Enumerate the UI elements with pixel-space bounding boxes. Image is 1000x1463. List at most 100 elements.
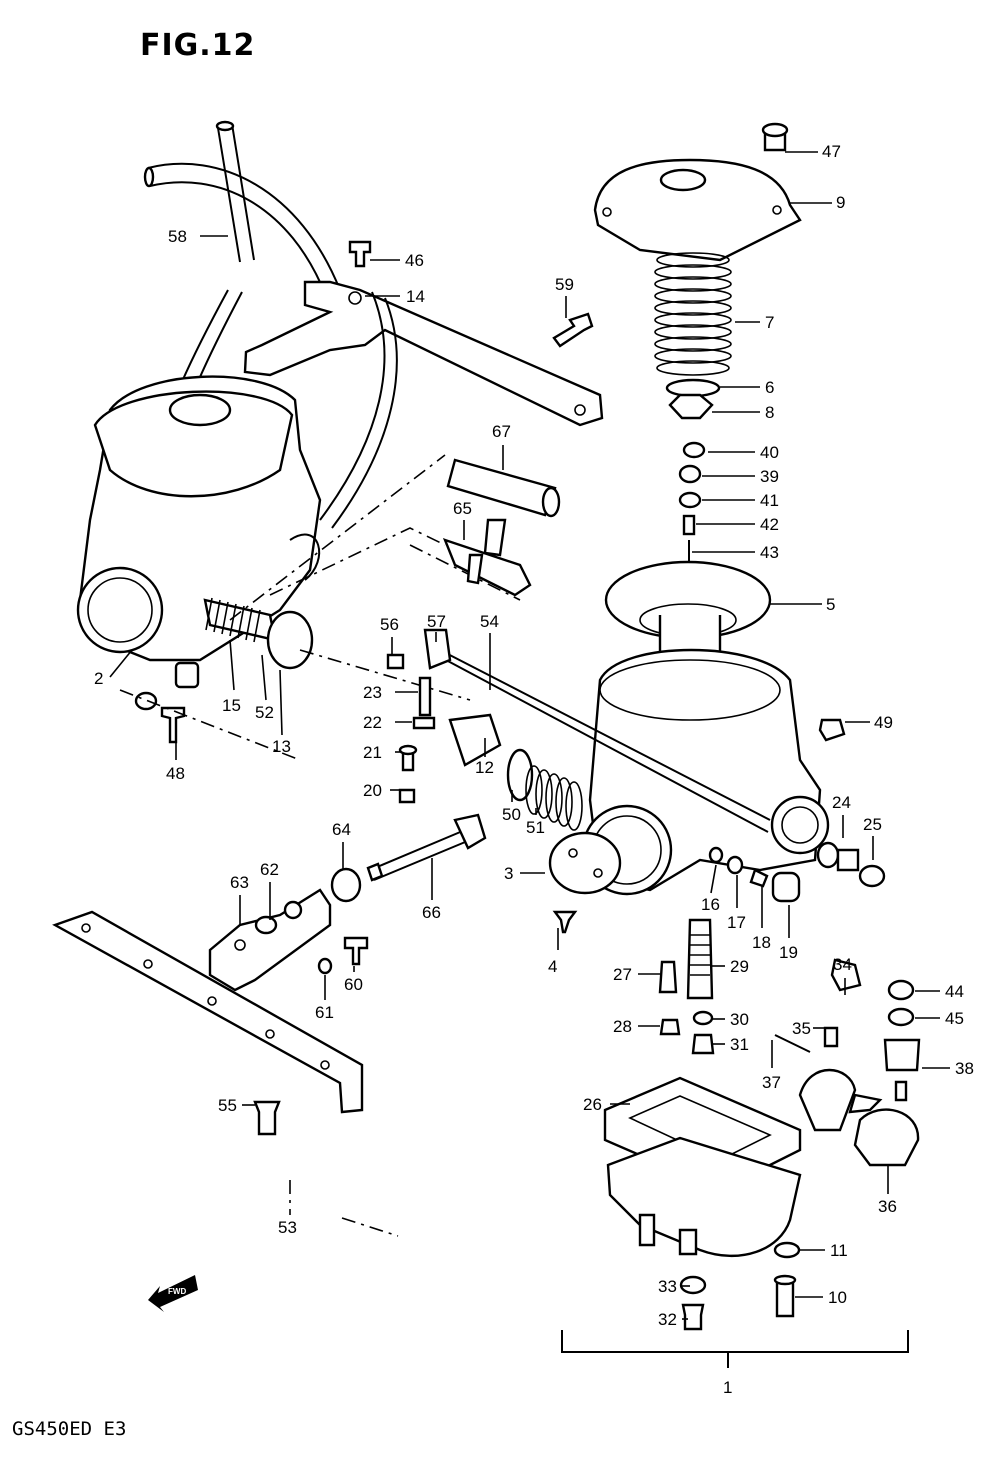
callout-52: 52: [255, 654, 274, 722]
callout-62: 62: [260, 860, 279, 920]
throttle-shaft-drawing: [386, 628, 886, 888]
callout-number: 60: [344, 975, 363, 994]
callout-60: 60: [344, 966, 363, 994]
callout-number: 51: [526, 818, 545, 837]
callout-25: 25: [863, 815, 882, 860]
callout-31: 31: [712, 1035, 749, 1054]
callout-66: 66: [422, 858, 441, 922]
callout-number: 25: [863, 815, 882, 834]
callout-number: 28: [613, 1017, 632, 1036]
callout-number: 43: [760, 543, 779, 562]
callout-number: 18: [752, 933, 771, 952]
callout-number: 49: [874, 713, 893, 732]
callout-29: 29: [712, 957, 749, 976]
callout-number: 46: [405, 251, 424, 270]
callout-number: 17: [727, 913, 746, 932]
bracket-drawing: [243, 280, 604, 529]
callout-number: 61: [315, 1003, 334, 1022]
callout-5: 5: [770, 595, 835, 614]
callout-number: 62: [260, 860, 279, 879]
callout-number: 58: [168, 227, 187, 246]
model-code: GS450ED E3: [12, 1418, 127, 1440]
callout-number: 45: [945, 1009, 964, 1028]
callout-46: 46: [370, 251, 424, 270]
callout-number: 15: [222, 696, 241, 715]
callout-9: 9: [790, 193, 845, 212]
callout-number: 65: [453, 499, 472, 518]
callout-18: 18: [752, 885, 771, 952]
callout-51: 51: [526, 808, 545, 837]
callout-4: 4: [548, 928, 559, 976]
callout-39: 39: [702, 467, 779, 486]
callout-number: 55: [218, 1096, 237, 1115]
callout-6: 6: [720, 378, 774, 397]
callout-number: 9: [836, 193, 845, 212]
callout-number: 50: [502, 805, 521, 824]
callout-number: 31: [730, 1035, 749, 1054]
callout-number: 47: [822, 142, 841, 161]
callout-number: 2: [94, 669, 103, 688]
assembly-bracket-1: [289, 1180, 909, 1368]
callout-26: 26: [583, 1095, 630, 1114]
callout-number: 11: [830, 1241, 848, 1260]
assembly-leaders: [119, 454, 521, 761]
callout-49: 49: [845, 713, 893, 732]
callout-number: 53: [278, 1218, 297, 1237]
fwd-label: FWD: [168, 1287, 186, 1296]
callout-45: 45: [915, 1009, 964, 1028]
callout-64: 64: [332, 820, 351, 870]
callout-number: 57: [427, 612, 446, 631]
callout-number: 33: [658, 1277, 677, 1296]
callout-number: 5: [826, 595, 835, 614]
callout-number: 66: [422, 903, 441, 922]
callout-number: 3: [504, 864, 513, 883]
callout-33: 33: [658, 1277, 690, 1296]
callout-leader-line: [261, 654, 267, 701]
callout-number: 1: [723, 1378, 732, 1397]
callout-leader-line: [109, 649, 133, 678]
callout-leader-line: [710, 864, 717, 894]
callout-48: 48: [166, 722, 185, 783]
callout-19: 19: [779, 905, 798, 962]
callout-number: 13: [272, 737, 291, 756]
fwd-arrow-icon: [148, 1275, 198, 1312]
callout-12: 12: [475, 738, 494, 777]
callout-47: 47: [785, 142, 841, 161]
callout-number: 37: [762, 1073, 781, 1092]
callout-number: 32: [658, 1310, 677, 1329]
callout-59: 59: [555, 275, 574, 318]
callout-number: 38: [955, 1059, 974, 1078]
callout-50: 50: [502, 790, 521, 824]
callout-21: 21: [363, 743, 402, 762]
callout-number: 41: [760, 491, 779, 510]
callout-67: 67: [492, 422, 511, 470]
callout-number: 27: [613, 965, 632, 984]
callout-number: 23: [363, 683, 382, 702]
tube-and-fitting-drawing: [442, 458, 561, 597]
callout-3: 3: [504, 864, 545, 883]
callout-number: 48: [166, 764, 185, 783]
callout-10: 10: [795, 1288, 847, 1307]
callout-13: 13: [272, 669, 291, 756]
right-carburetor-drawing: [548, 648, 830, 934]
callout-16: 16: [701, 864, 720, 914]
callout-number: 36: [878, 1197, 897, 1216]
callout-number: 40: [760, 443, 779, 462]
callout-number: 24: [832, 793, 851, 812]
callout-number: 44: [945, 982, 964, 1001]
callout-20: 20: [363, 781, 400, 800]
idle-adjuster-drawing: [208, 813, 487, 992]
callout-7: 7: [735, 313, 774, 332]
callout-number: 4: [548, 957, 557, 976]
callout-11: 11: [800, 1241, 848, 1260]
callout-number: 12: [475, 758, 494, 777]
callout-43: 43: [692, 543, 779, 562]
callout-44: 44: [915, 982, 964, 1001]
callout-number: 30: [730, 1010, 749, 1029]
callout-number: 20: [363, 781, 382, 800]
callout-54: 54: [480, 612, 499, 690]
callout-number: 54: [480, 612, 499, 631]
callout-number: 22: [363, 713, 382, 732]
